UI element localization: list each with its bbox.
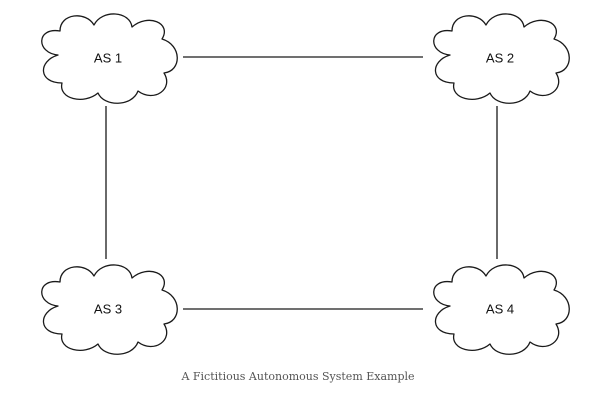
cloud-shape: [433, 13, 570, 104]
figure-caption: A Fictitious Autonomous System Example: [181, 370, 415, 383]
node-label: AS 2: [486, 50, 514, 65]
cloud-node-as4: AS 4: [433, 264, 570, 355]
cloud-shape: [433, 264, 570, 355]
cloud-shape: [41, 264, 178, 355]
cloud-node-as3: AS 3: [41, 264, 178, 355]
cloud-node-as2: AS 2: [433, 13, 570, 104]
node-label: AS 3: [94, 301, 122, 316]
links-layer: [105, 56, 498, 310]
clouds-layer: AS 1 AS 2 AS 3 AS 4: [41, 13, 570, 355]
node-label: AS 4: [486, 301, 514, 316]
cloud-shape: [41, 13, 178, 104]
node-label: AS 1: [94, 50, 122, 65]
cloud-node-as1: AS 1: [41, 13, 178, 104]
